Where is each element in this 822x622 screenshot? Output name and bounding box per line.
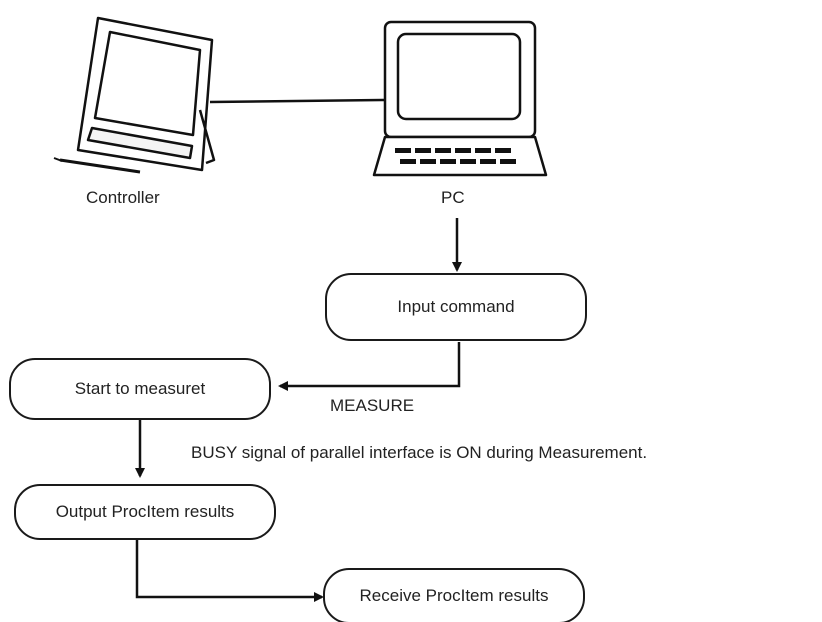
receive-results-node: Receive ProcItem results	[323, 568, 585, 622]
arrow-input-to-start	[278, 342, 461, 391]
controller-label: Controller	[86, 188, 160, 207]
input-command-node: Input command	[325, 273, 587, 341]
output-results-node: Output ProcItem results	[14, 484, 276, 540]
computer-icon	[372, 20, 548, 177]
tablet-controller-icon	[53, 16, 216, 174]
arrow-output-to-receive	[135, 540, 324, 602]
busy-note: BUSY signal of parallel interface is ON …	[191, 443, 648, 462]
pc-label: PC	[441, 188, 465, 207]
measure-command-label: MEASURE	[330, 396, 415, 415]
controller-pc-link	[209, 98, 386, 104]
start-measure-node: Start to measuret	[9, 358, 271, 420]
